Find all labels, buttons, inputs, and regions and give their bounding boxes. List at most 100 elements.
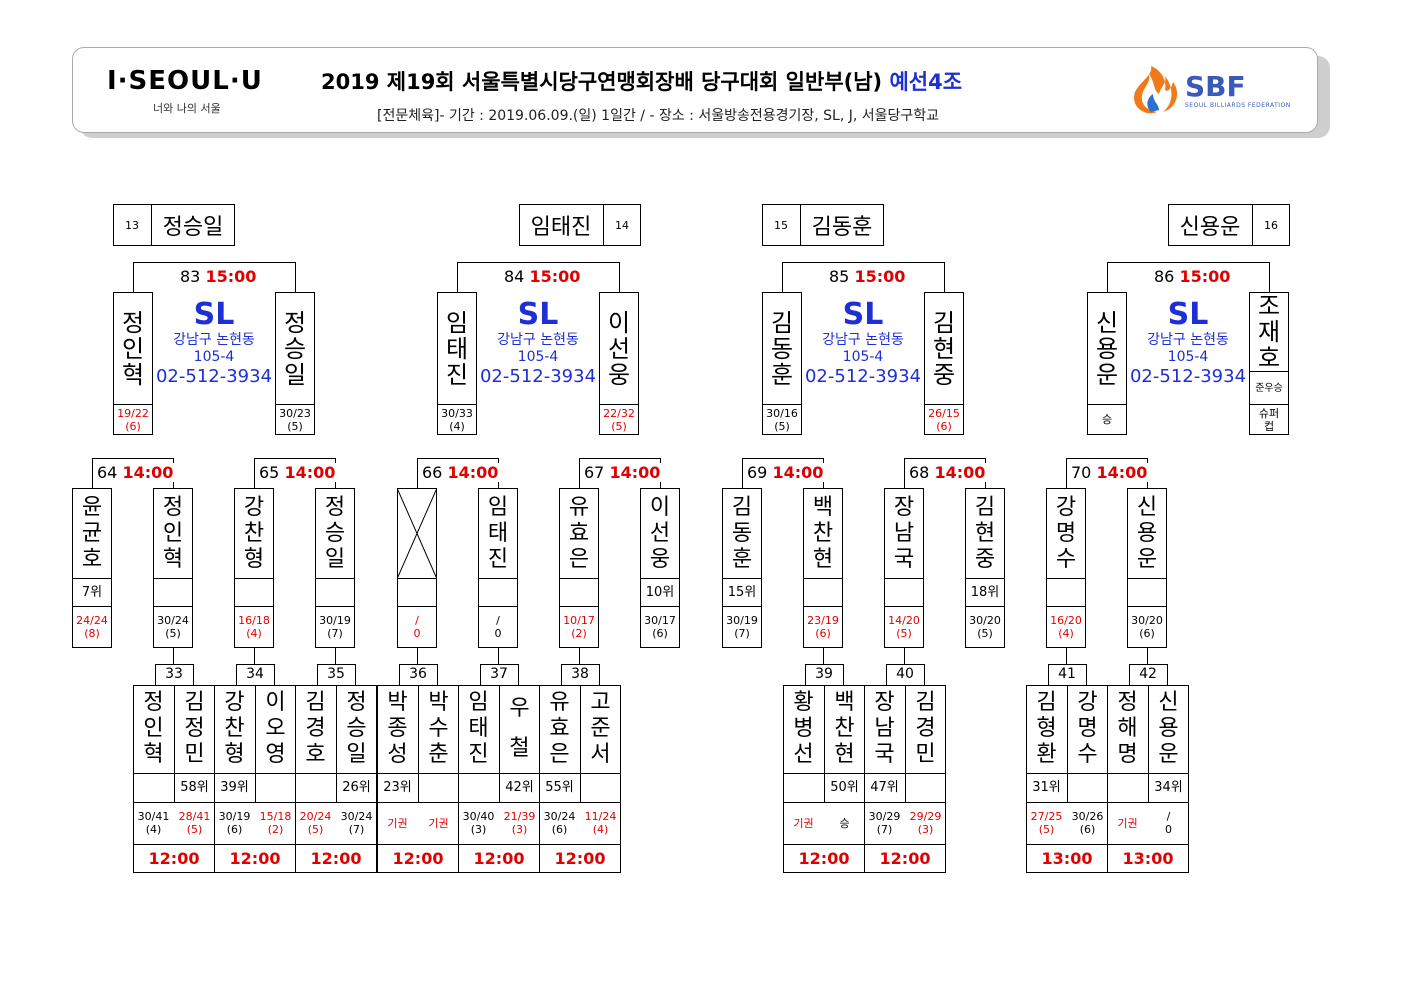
round2-player2-name-box: [478, 488, 518, 579]
bracket-line: [886, 664, 887, 685]
round1-player1-score: 30/40(3): [462, 810, 495, 836]
bracket-line: [377, 773, 459, 774]
bracket-line: [499, 685, 500, 802]
round1-player2-rank: [905, 773, 946, 802]
round2-player1-name-box: [1046, 488, 1086, 579]
seed-box: [113, 204, 235, 246]
round1-player2-rank: 26위: [342, 780, 371, 795]
round1-player1-score: 30/29(7): [868, 810, 901, 836]
semi-player1-score-box: [113, 404, 153, 435]
bracket-line: [151, 204, 152, 246]
match-time: 14:00: [934, 463, 986, 482]
round1-player2-score: 29/29(3): [909, 810, 942, 836]
seed-player-name: 신용운: [1179, 215, 1241, 240]
bracket-line: [539, 844, 621, 845]
bracket-line: [254, 648, 255, 672]
bracket-line: [418, 685, 419, 802]
bracket-line: [457, 262, 619, 263]
round1-match-number: 36: [399, 664, 437, 684]
bracket-line: [843, 664, 844, 685]
bracket-line: [1148, 685, 1149, 802]
semi-player2-score-box: [275, 404, 315, 435]
round1-player2-score: 승: [839, 816, 850, 830]
sbf-flame-icon: [1134, 66, 1178, 114]
bracket-line: [886, 664, 924, 665]
round1-player1-rank: [133, 773, 174, 802]
semi-player2-name-box: [599, 292, 639, 405]
bracket-line: [335, 648, 336, 672]
round2-player2-name-box: [315, 488, 355, 579]
bracket-line: [480, 664, 518, 665]
round1-match-time: 12:00: [148, 849, 200, 868]
bracket-line: [599, 664, 600, 685]
round2-match-label: 65 14:00: [256, 463, 339, 482]
round1-match-number: 37: [480, 664, 518, 684]
match-number: 83: [180, 267, 201, 286]
round1-player2-rank: 58위: [180, 780, 209, 795]
round1-player1-rank: 23위: [383, 780, 412, 795]
venue-address-number: 105-4: [842, 349, 884, 365]
bracket-line: [805, 664, 843, 665]
round2-player1-score-box: [559, 606, 599, 648]
round1-player1-score: 30/19(6): [218, 810, 251, 836]
round2-player2-score-box: [478, 606, 518, 648]
round2-player2-name-box: [640, 488, 680, 579]
round1-player1-rank: [783, 773, 824, 802]
venue-address: 강남구 논현동: [1147, 332, 1229, 348]
match-number: 64: [97, 463, 118, 482]
bracket-line: [561, 664, 562, 685]
bracket-line: [457, 262, 458, 292]
bracket-line: [619, 262, 620, 292]
round2-player1-rank: 7위: [81, 585, 103, 600]
bracket-line: [317, 664, 318, 685]
round2-player2-score-box: [965, 606, 1005, 648]
match-time: 15:00: [205, 267, 257, 286]
semi-player1-score-box: [1087, 404, 1127, 435]
round1-player1-score: 20/24(5): [299, 810, 332, 836]
round2-player2-score: 30/24(5): [157, 614, 189, 640]
round2-player2-score-box: [315, 606, 355, 648]
title-main: 2019 제19회 서울특별시당구연맹회장배 당구대회 일반부(남): [321, 70, 883, 94]
bracket-line: [1107, 773, 1189, 774]
match-number: 69: [747, 463, 768, 482]
bracket-line: [417, 648, 418, 672]
round1-match-number: 40: [886, 664, 924, 684]
round1-player2-rank: [418, 773, 459, 802]
bracket-line: [904, 648, 905, 672]
bracket-line: [1167, 664, 1168, 685]
semi-player1-name-box: [762, 292, 802, 405]
semi-player1-name-box: [437, 292, 477, 405]
match-number: 86: [1154, 267, 1175, 286]
bracket-line: [295, 844, 377, 845]
round2-player2-rank: 10위: [645, 585, 675, 600]
bracket-line: [1048, 664, 1086, 665]
round1-player2-score: 21/39(3): [503, 810, 536, 836]
bracket-line: [155, 664, 156, 685]
round1-match-time: 12:00: [879, 849, 931, 868]
bracket-line: [173, 648, 174, 672]
round1-match-number: 38: [561, 664, 599, 684]
bracket-line: [561, 664, 599, 665]
semi-player2-name-box: [275, 292, 315, 405]
match-number: 84: [504, 267, 525, 286]
round2-player2-rank-box: [478, 578, 518, 607]
semi-player2-score-box: [599, 404, 639, 435]
bracket-line: [399, 664, 437, 665]
bracket-line: [417, 458, 498, 459]
venue-name: SL: [193, 297, 235, 332]
empty-slot-cross-icon: [397, 488, 437, 579]
bracket-line: [864, 802, 946, 803]
bracket-line: [254, 458, 335, 459]
round1-player1-score: 기권: [387, 816, 408, 830]
bracket-line: [377, 844, 459, 845]
round2-player2-rank: [803, 578, 843, 607]
